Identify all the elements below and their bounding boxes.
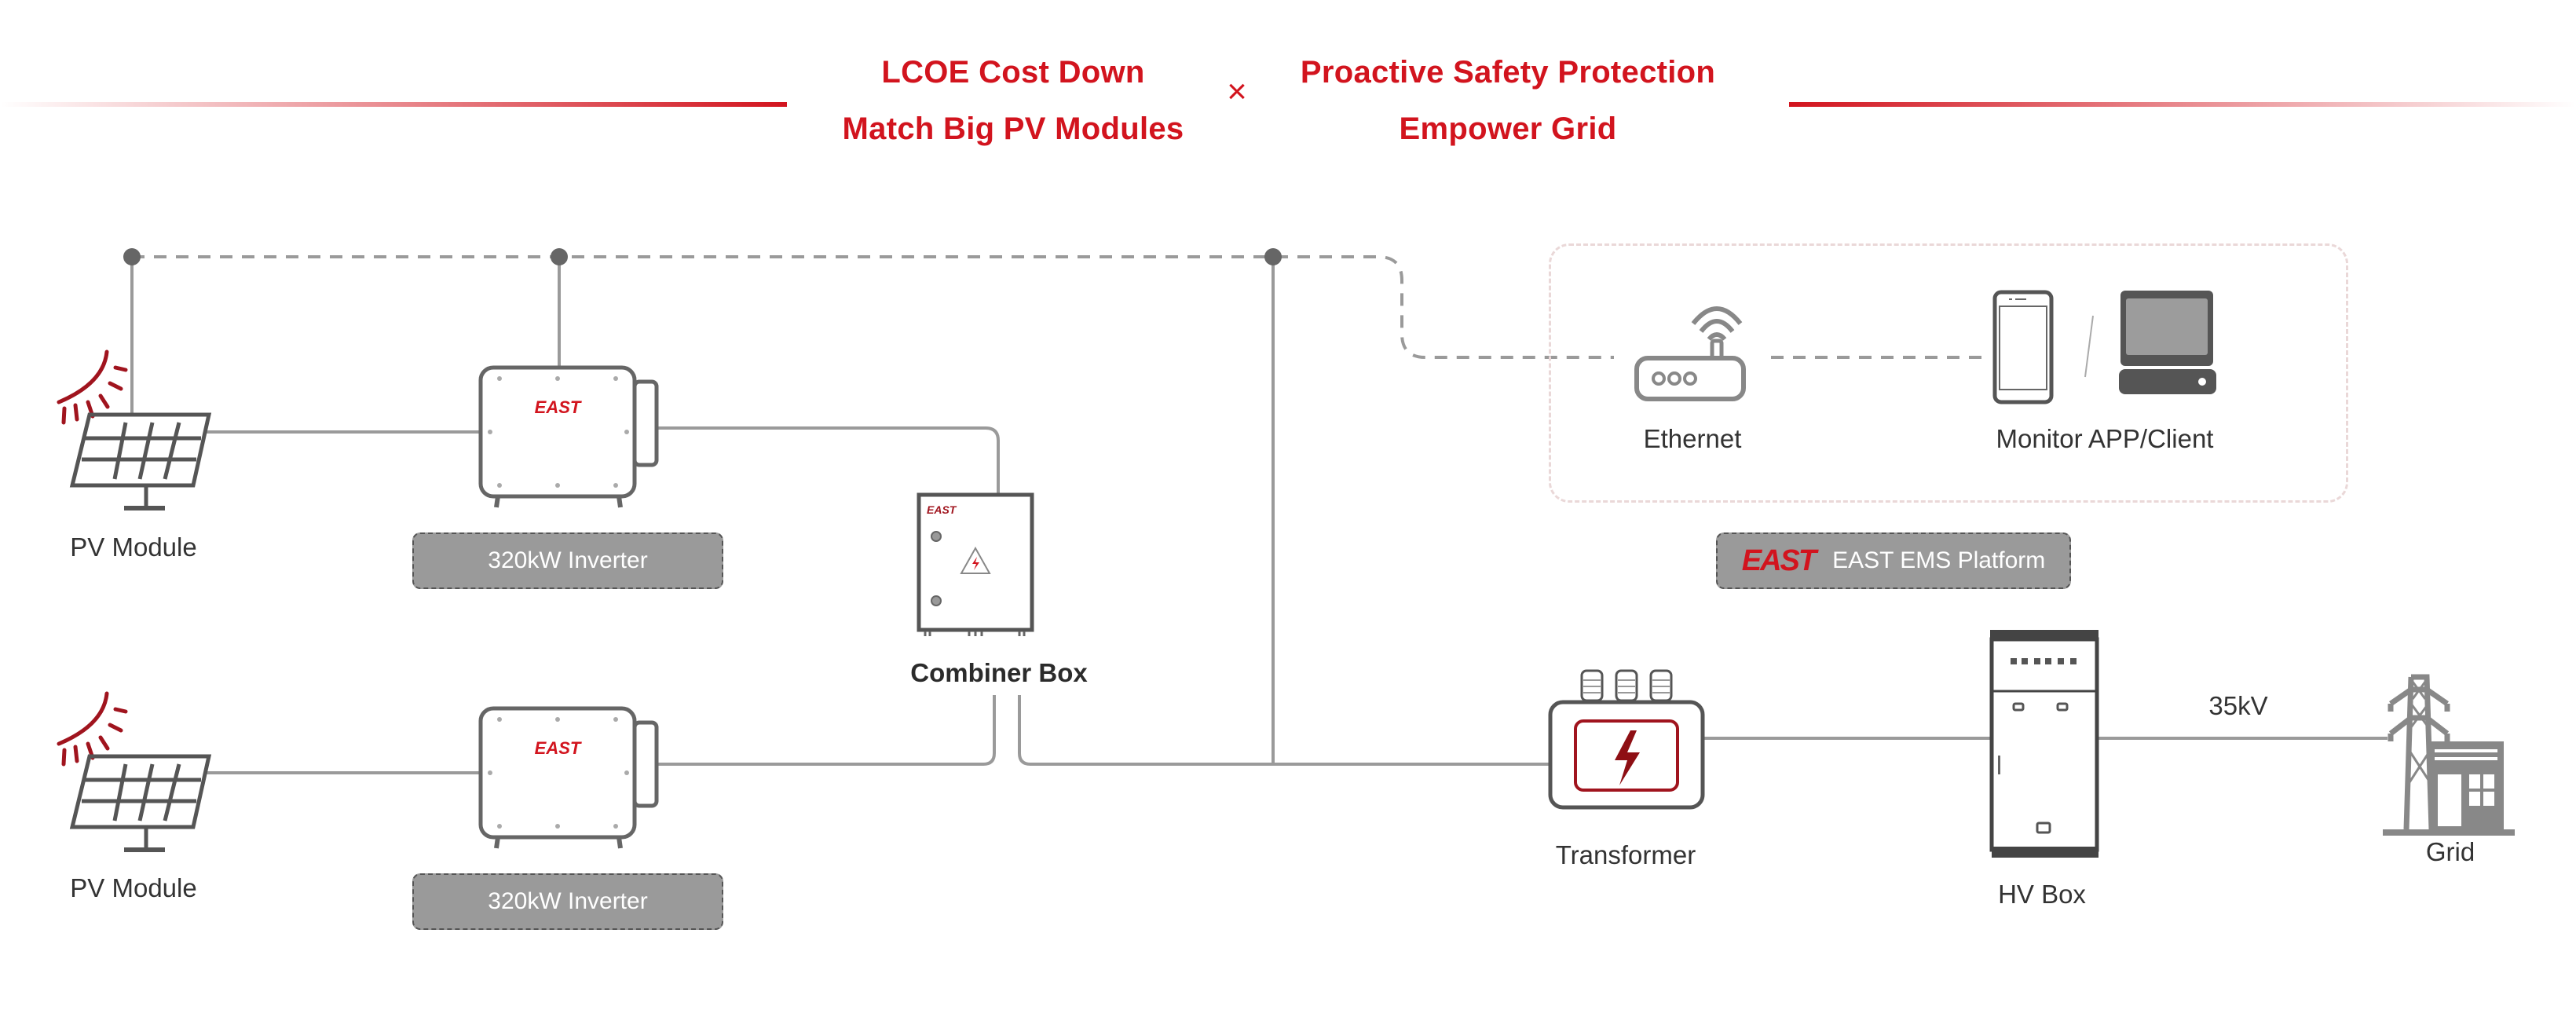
header-rule-right [1789, 102, 2576, 107]
router-icon [1634, 306, 1746, 401]
inverter-tag-1[interactable]: 320kW Inverter [412, 532, 723, 589]
inverter-tag-label: 320kW Inverter [488, 547, 648, 573]
headline-match-pv: Match Big PV Modules [842, 112, 1184, 146]
transformer-label[interactable]: Transformer [1555, 840, 1696, 869]
pv-module-label-1[interactable]: PV Module [70, 532, 197, 562]
sun-icon [57, 691, 128, 767]
combiner-box-icon: EAST [917, 492, 1034, 636]
phone-icon [1992, 290, 2054, 404]
comm-node-1 [123, 248, 141, 265]
ems-platform-tag[interactable]: EAST EAST EMS Platform [1716, 532, 2071, 589]
ethernet-label[interactable]: Ethernet [1643, 424, 1742, 453]
pv-module-icon-2 [57, 691, 212, 852]
comm-drops [130, 257, 1275, 766]
solar-panel-icon [69, 754, 212, 852]
warning-triangle-icon [960, 546, 991, 574]
slash-divider [2084, 315, 2094, 378]
inverter-tag-label: 320kW Inverter [488, 888, 648, 914]
desktop-pc-icon [2119, 291, 2216, 394]
hv-box-label[interactable]: HV Box [1998, 880, 2086, 909]
pv-module-icon-1 [57, 349, 212, 510]
inverter-logo: EAST [535, 738, 582, 758]
inverter-icon-1: EAST [478, 365, 659, 508]
comm-node-3 [1264, 248, 1282, 265]
inverter-tag-2[interactable]: 320kW Inverter [412, 873, 723, 930]
ems-network-region [1549, 243, 2348, 503]
grid-label[interactable]: Grid [2425, 837, 2475, 866]
headline-safety: Proactive Safety Protection [1300, 55, 1716, 90]
grid-tower-icon [2383, 674, 2515, 836]
headline-empower-grid: Empower Grid [1399, 112, 1617, 146]
ems-platform-label: EAST EMS Platform [1832, 547, 2046, 573]
combiner-logo: EAST [927, 503, 957, 516]
inverter-icon-2: EAST [478, 706, 659, 849]
voltage-label: 35kV [2208, 691, 2268, 720]
monitor-client-label[interactable]: Monitor APP/Client [1996, 424, 2214, 453]
east-logo: EAST [1741, 543, 1817, 577]
hv-box-icon [1989, 630, 2099, 858]
combiner-box-label[interactable]: Combiner Box [910, 658, 1088, 687]
sun-icon [57, 349, 128, 425]
power-lines [206, 426, 2388, 774]
pv-module-label-2[interactable]: PV Module [70, 873, 197, 902]
transformer-icon [1548, 669, 1705, 810]
times-separator: × [1227, 72, 1247, 111]
headline-lcoe: LCOE Cost Down [881, 55, 1145, 90]
solar-panel-icon [69, 412, 212, 510]
comm-node-2 [551, 248, 568, 265]
inverter-logo: EAST [535, 397, 582, 417]
comm-bus [132, 255, 1987, 359]
header-rule-left [0, 102, 787, 107]
